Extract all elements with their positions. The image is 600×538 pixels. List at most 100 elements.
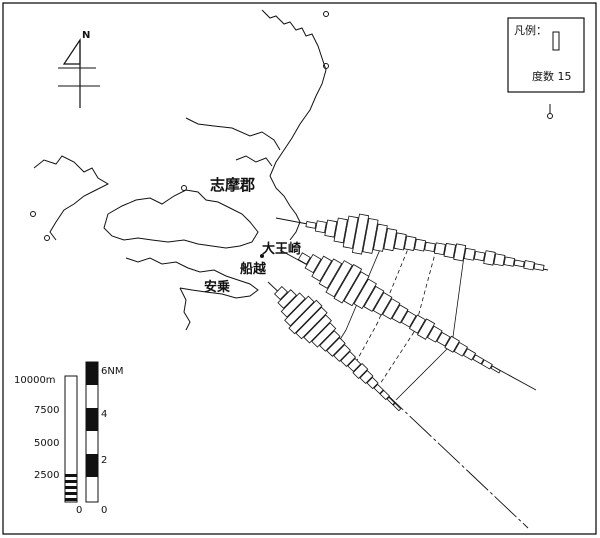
coastline-north (261, 9, 327, 241)
histogram-bar (304, 253, 322, 274)
histogram-bar (403, 235, 417, 251)
meter-stripe (65, 486, 77, 489)
islet (30, 211, 36, 217)
legend-title: 凡例： (514, 23, 547, 37)
histogram-bar (473, 250, 486, 262)
meter-stripe (65, 480, 77, 483)
histogram-bar (436, 331, 451, 347)
histogram-bar (351, 213, 370, 255)
histogram-bar (373, 383, 384, 395)
nm-block (86, 454, 98, 477)
meter-stripe (65, 492, 77, 495)
histogram-bar (366, 376, 379, 390)
histogram-bar (325, 260, 353, 298)
scale-bar-nautical: 6NM 4 2 0 (85, 361, 123, 516)
meter-stripe (65, 474, 77, 477)
histogram-bar (277, 289, 297, 309)
histogram-bar (343, 271, 370, 307)
scale-meters-0: 0 (76, 505, 82, 516)
coastline-west (33, 155, 110, 241)
histogram-bar (443, 242, 457, 259)
cross-line (379, 331, 415, 385)
histogram-bar (280, 292, 306, 318)
coastline-south (125, 257, 259, 299)
histogram-bar (305, 221, 317, 229)
histogram-bar (408, 314, 426, 334)
islet (323, 11, 329, 17)
histogram-bar (393, 232, 407, 251)
histogram-bar (463, 247, 476, 261)
coastline-ago-bay (103, 189, 259, 249)
legend-box (507, 17, 585, 93)
histogram-bar (333, 264, 363, 304)
histogram-bar (319, 330, 341, 352)
histogram-bar (297, 252, 311, 265)
histogram-bar (324, 219, 338, 238)
histogram-bar (493, 253, 506, 267)
histogram-bar (533, 263, 545, 271)
histogram-bar (303, 314, 332, 344)
histogram-bar (311, 255, 333, 282)
histogram-bar (382, 298, 401, 320)
histogram-bar (383, 228, 398, 252)
histogram-bar (523, 260, 535, 271)
histogram-bar (414, 238, 427, 252)
histogram-bar (288, 299, 323, 335)
islet (323, 63, 329, 69)
histogram-bar (295, 306, 328, 340)
place-agoi: 安乗 (204, 279, 230, 295)
histogram-bar (359, 369, 374, 385)
coastline-east-bay (235, 155, 273, 167)
place-daiosaki: 大王崎 (262, 241, 301, 257)
histogram-bar (340, 351, 357, 367)
histogram-bar (372, 292, 393, 316)
histogram-bar (392, 402, 402, 412)
histogram-bar (318, 258, 343, 289)
histogram-bar (333, 217, 348, 244)
scale-nm-6: 6NM (101, 366, 123, 377)
histogram-bar (444, 335, 460, 353)
histogram-bar (472, 354, 485, 365)
histogram-layer (274, 213, 545, 412)
histogram-bar (284, 295, 315, 327)
histogram-bar (453, 341, 469, 357)
legend: 凡例： 度数 15 (507, 17, 585, 93)
histogram-bar (372, 223, 388, 252)
histogram-bar (352, 363, 369, 379)
legend-bar-icon (552, 31, 560, 51)
histogram-bar (481, 359, 493, 370)
scale-bar-meters-frame (64, 375, 78, 503)
legend-frequency: 度数 15 (532, 69, 572, 83)
histogram-bar (463, 348, 477, 361)
coastline-north-inlet (185, 117, 281, 151)
scale-meters-5000: 5000 (34, 438, 59, 449)
nm-block (86, 408, 98, 431)
histogram-bar (347, 357, 362, 373)
meter-stripes (65, 474, 77, 501)
histogram-bar (503, 256, 516, 267)
scale-bar-meters: 10000m 7500 5000 2500 0 (14, 375, 82, 516)
scale-meters-7500: 7500 (34, 405, 59, 416)
nm-block (86, 362, 98, 385)
daiosaki-marker (260, 254, 264, 258)
place-district: 志摩郡 (210, 176, 255, 194)
histogram-bar (274, 285, 289, 301)
scale-nm-2: 2 (101, 455, 107, 466)
islet (181, 185, 187, 191)
north-label: N (82, 30, 90, 41)
islet (44, 235, 50, 241)
histogram-bar (483, 250, 496, 266)
histogram-bar (416, 318, 436, 340)
cross-line (395, 343, 453, 401)
histogram-bar (424, 241, 436, 253)
north-arrow: N (58, 30, 100, 108)
histogram-bar (333, 344, 351, 362)
cross-line (451, 255, 465, 345)
histogram-bar (513, 259, 525, 268)
histogram-bar (426, 325, 443, 343)
meter-stripe (65, 498, 77, 501)
histogram-bar (490, 365, 501, 374)
